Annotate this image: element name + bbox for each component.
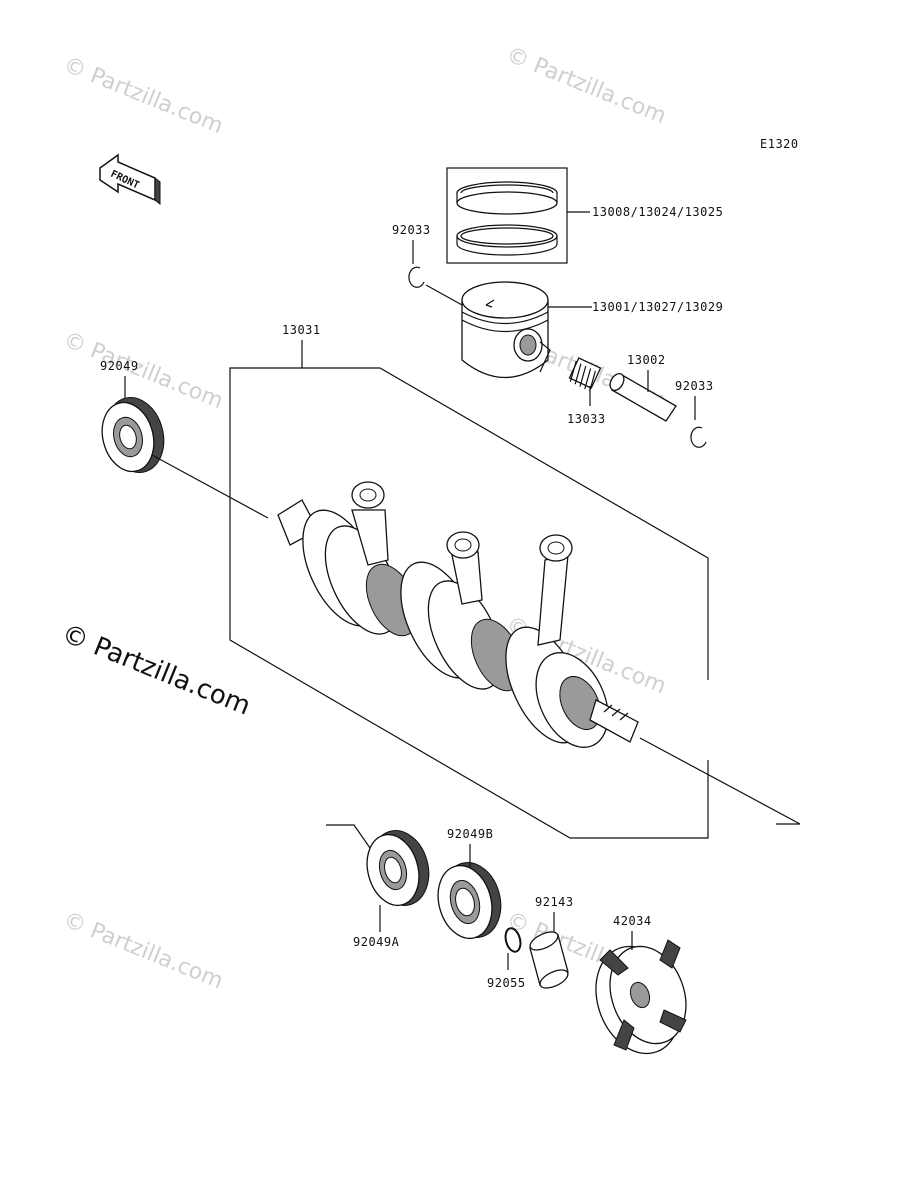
circlip-top-icon — [408, 266, 425, 288]
crankshaft — [277, 481, 639, 748]
diagram-code: E1320 — [760, 137, 799, 151]
lower-axis-line — [326, 824, 371, 849]
circlip-small-icon — [504, 927, 522, 953]
watermark-top-left: © Partzilla.com — [60, 52, 227, 139]
piston — [461, 281, 551, 379]
label-circlip-right: 92033 — [675, 379, 714, 393]
oil-seal-left — [101, 397, 165, 473]
oil-seal-a — [366, 830, 430, 907]
watermark-top-right: © Partzilla.com — [503, 42, 670, 129]
front-arrow-icon: FRONT — [99, 153, 161, 206]
crankshaft-outline — [229, 367, 709, 839]
label-needle-bearing: 13033 — [567, 412, 606, 426]
piston-rings — [446, 167, 568, 264]
needle-bearing — [568, 357, 602, 392]
label-circlip-top: 92033 — [392, 223, 431, 237]
label-crankshaft: 13031 — [282, 323, 321, 337]
label-piston-rings: 13008/13024/13025 — [592, 205, 723, 219]
label-coupling: 42034 — [613, 914, 652, 928]
collar — [529, 931, 569, 989]
coupling — [595, 939, 687, 1055]
circlip-right-icon — [690, 426, 707, 448]
watermark-main: © Partzilla.com — [57, 619, 254, 722]
label-piston-pin: 13002 — [627, 353, 666, 367]
oil-seal-b — [437, 862, 502, 940]
label-circlip-small: 92055 — [487, 976, 526, 990]
piston-pin — [609, 372, 677, 422]
label-oil-seal-b: 92049B — [447, 827, 493, 841]
watermark-bottom-left: © Partzilla.com — [60, 907, 227, 994]
label-piston: 13001/13027/13029 — [592, 300, 723, 314]
label-oil-seal-left: 92049 — [100, 359, 139, 373]
label-collar: 92143 — [535, 895, 574, 909]
label-oil-seal-a: 92049A — [353, 935, 400, 949]
